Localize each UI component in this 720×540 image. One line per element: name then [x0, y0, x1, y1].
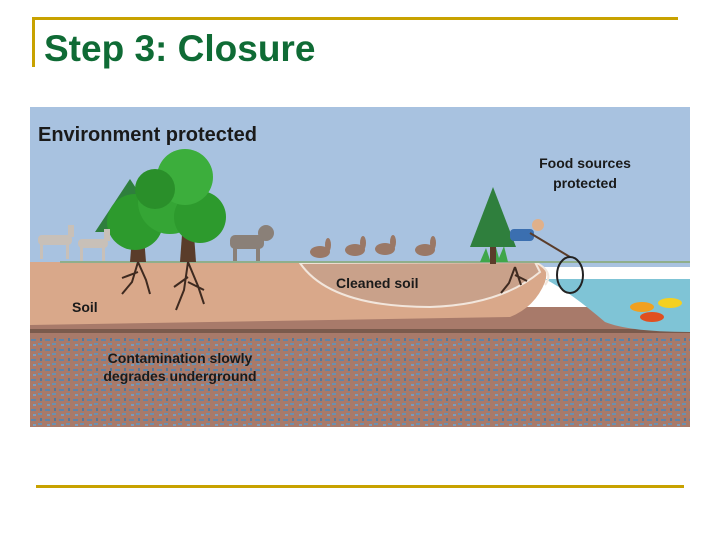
- soil-label: Soil: [72, 299, 98, 315]
- slide-title: Step 3: Closure: [44, 28, 315, 70]
- cleaned-soil-label: Cleaned soil: [336, 275, 418, 291]
- food-sources-label: Food sources: [539, 155, 631, 171]
- food-sources-label-line2: protected: [553, 175, 617, 191]
- contamination-label: Contamination slowly: [108, 350, 253, 366]
- top-rule: [34, 17, 678, 20]
- left-rule: [32, 17, 35, 67]
- closure-illustration: Environment protected Food sources prote…: [30, 107, 690, 427]
- bottom-rule: [36, 485, 684, 488]
- contamination-label-line2: degrades underground: [103, 368, 256, 384]
- environment-heading: Environment protected: [38, 124, 257, 146]
